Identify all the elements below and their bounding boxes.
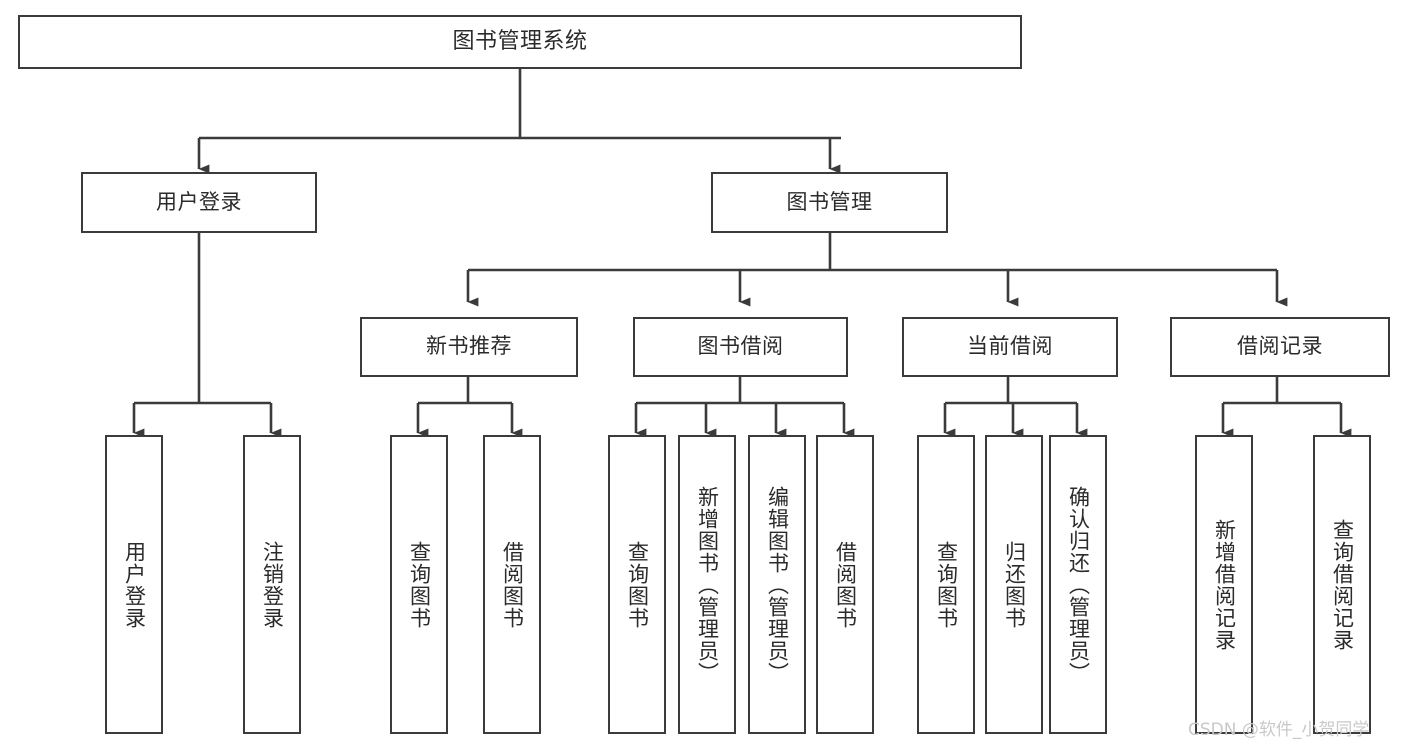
leaf-current-borrow-confirm-return[interactable]: 确认归还（管理员） [1049, 435, 1107, 734]
leaf-book-borrow-add[interactable]: 新增图书（管理员） [678, 435, 736, 734]
leaf-user-login-signin[interactable]: 用户登录 [105, 435, 163, 734]
node-root-system[interactable]: 图书管理系统 [18, 15, 1022, 69]
node-new-book-recommend[interactable]: 新书推荐 [360, 317, 578, 377]
edges-userlogin-to-leaves [132, 233, 282, 438]
leaf-current-borrow-query[interactable]: 查询图书 [917, 435, 975, 734]
leaf-book-borrow-edit[interactable]: 编辑图书（管理员） [748, 435, 806, 734]
edges-bookborrow-to-leaves [634, 377, 855, 438]
leaf-borrow-record-add[interactable]: 新增借阅记录 [1195, 435, 1253, 734]
node-current-borrow[interactable]: 当前借阅 [902, 317, 1118, 377]
edges-root-to-level2 [197, 69, 841, 174]
node-user-login[interactable]: 用户登录 [81, 172, 317, 233]
leaf-book-borrow-query[interactable]: 查询图书 [608, 435, 666, 734]
edges-currentborrow-to-leaves [943, 377, 1088, 438]
edges-borrowrecord-to-leaves [1221, 377, 1352, 438]
node-borrow-record[interactable]: 借阅记录 [1170, 317, 1390, 377]
node-book-management[interactable]: 图书管理 [711, 172, 948, 233]
edges-newbook-to-leaves [416, 377, 523, 438]
leaf-book-borrow-borrow[interactable]: 借阅图书 [816, 435, 874, 734]
leaf-new-book-query[interactable]: 查询图书 [390, 435, 448, 734]
leaf-current-borrow-return[interactable]: 归还图书 [985, 435, 1043, 734]
leaf-user-login-signout[interactable]: 注销登录 [243, 435, 301, 734]
leaf-new-book-borrow[interactable]: 借阅图书 [483, 435, 541, 734]
leaf-borrow-record-query[interactable]: 查询借阅记录 [1313, 435, 1371, 734]
edges-bookmgmt-to-level3 [466, 233, 1288, 307]
node-book-borrow[interactable]: 图书借阅 [633, 317, 848, 377]
